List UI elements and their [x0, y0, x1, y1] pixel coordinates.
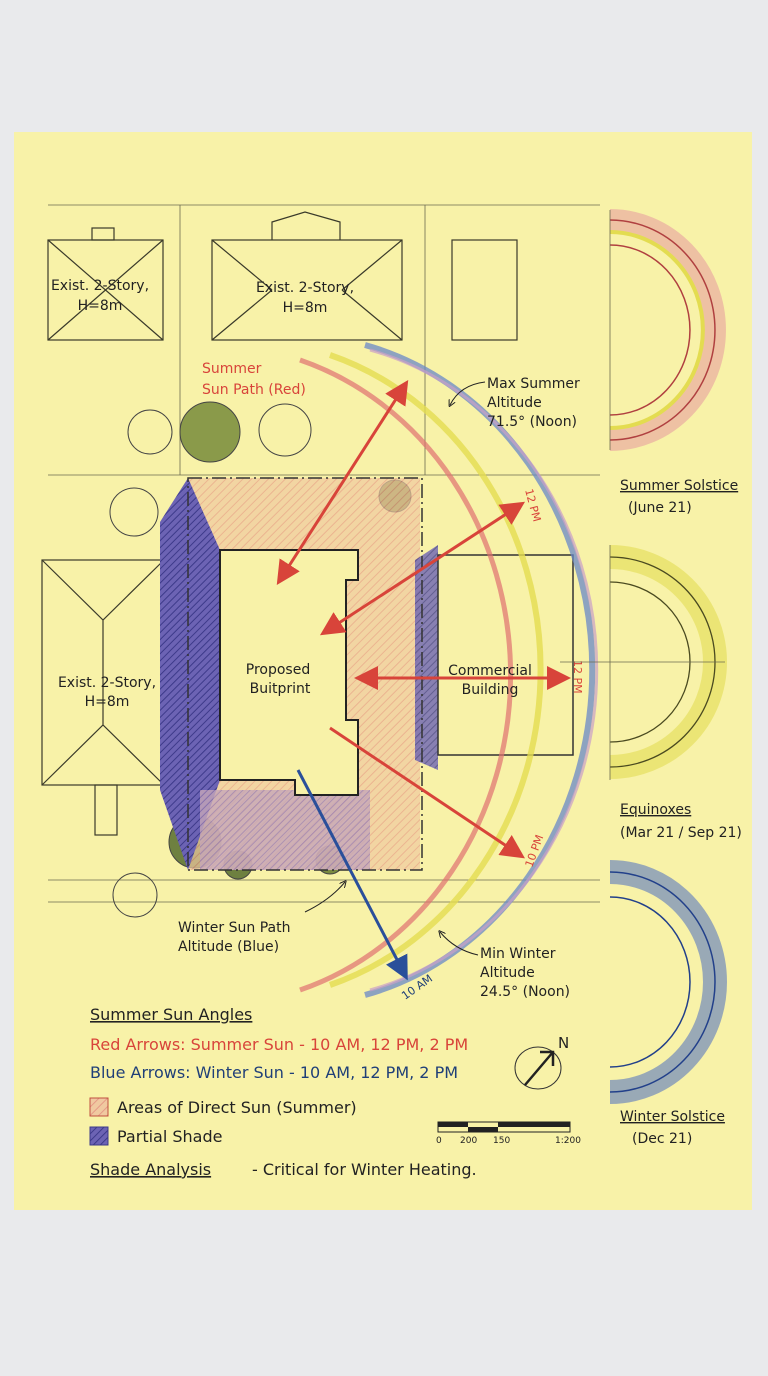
house-n-label-2: H=8m	[283, 300, 328, 316]
max-summer-leader	[450, 381, 486, 405]
existing-house-ne	[451, 239, 518, 341]
shade-building	[188, 478, 220, 870]
existing-house-nw	[47, 227, 164, 341]
summer-arrow-10pm	[329, 726, 525, 859]
summer-sun-arrows	[276, 379, 571, 859]
min-winter-leader	[440, 932, 479, 956]
winter-solstice-date: (Dec 21)	[632, 1131, 692, 1147]
legend: Summer Sun Angles Red Arrows: Summer Sun…	[89, 1005, 477, 1179]
house-nw-label-2: H=8m	[78, 298, 123, 314]
winter-solstice-diagram	[609, 860, 727, 1104]
proposed-label-2: Buitprint	[250, 681, 311, 697]
house-w-label-2: H=8m	[85, 694, 130, 710]
shade-commercial	[415, 545, 438, 770]
equinox-diagram	[560, 545, 727, 780]
arc-time-12pm: 12 PM	[571, 660, 584, 694]
scale-bar: 0 200 150 1:200	[436, 1121, 581, 1146]
min-winter-label-2: Altitude	[480, 965, 535, 981]
min-winter-label-3: 24.5° (Noon)	[480, 984, 570, 1000]
shade-west	[160, 478, 188, 870]
winter-path-label-2: Altitude (Blue)	[178, 939, 279, 955]
min-winter-label-1: Min Winter	[480, 946, 556, 962]
legend-direct-sun: Areas of Direct Sun (Summer)	[117, 1098, 357, 1117]
summer-arrow-noon-altitude	[276, 379, 409, 586]
partial-shade-swatch	[89, 1126, 109, 1146]
legend-partial-shade: Partial Shade	[117, 1127, 222, 1146]
north-label: N	[558, 1034, 569, 1052]
winter-path-label-1: Winter Sun Path	[178, 920, 290, 936]
direct-sun-swatch	[89, 1097, 109, 1117]
summer-solstice-diagram	[609, 209, 726, 451]
existing-house-n	[211, 211, 403, 341]
scale-label-200: 200	[460, 1136, 477, 1146]
lot-boundary	[187, 477, 423, 871]
footer-text: - Critical for Winter Heating.	[252, 1160, 477, 1179]
winter-path-leader	[304, 882, 345, 913]
equinox-title: Equinoxes	[620, 802, 691, 818]
legend-red-arrows: Red Arrows: Summer Sun - 10 AM, 12 PM, 2…	[90, 1035, 468, 1054]
legend-heading: Summer Sun Angles	[90, 1005, 252, 1024]
winter-sun-arrow	[296, 769, 408, 981]
summer-solstice-date: (June 21)	[628, 500, 692, 516]
scale-label-150: 150	[493, 1136, 510, 1146]
summer-solstice-title: Summer Solstice	[620, 478, 738, 494]
north-arrow: N	[514, 1034, 569, 1090]
partial-shade-south	[200, 790, 370, 870]
house-n-label-1: Exist. 2-Story,	[256, 280, 354, 296]
max-summer-label-2: Altitude	[487, 395, 542, 411]
commercial-label-1: Commercial	[448, 663, 532, 679]
summer-path-label-2: Sun Path (Red)	[202, 382, 306, 398]
house-w-label-1: Exist. 2-Story,	[58, 675, 156, 691]
legend-blue-arrows: Blue Arrows: Winter Sun - 10 AM, 12 PM, …	[90, 1063, 458, 1082]
proposed-label-1: Proposed	[246, 662, 310, 678]
scale-ratio: 1:200	[555, 1136, 581, 1146]
scale-label-0: 0	[436, 1136, 442, 1146]
equinox-date: (Mar 21 / Sep 21)	[620, 825, 742, 841]
max-summer-label-1: Max Summer	[487, 376, 580, 392]
summer-arrow-12pm	[319, 501, 526, 636]
summer-path-label-1: Summer	[202, 361, 262, 377]
footer-title: Shade Analysis	[90, 1160, 211, 1179]
max-summer-label-3: 71.5° (Noon)	[487, 414, 577, 430]
house-nw-label-1: Exist. 2-Story,	[51, 278, 149, 294]
commercial-label-2: Building	[462, 682, 519, 698]
winter-solstice-title: Winter Solstice	[620, 1109, 725, 1125]
